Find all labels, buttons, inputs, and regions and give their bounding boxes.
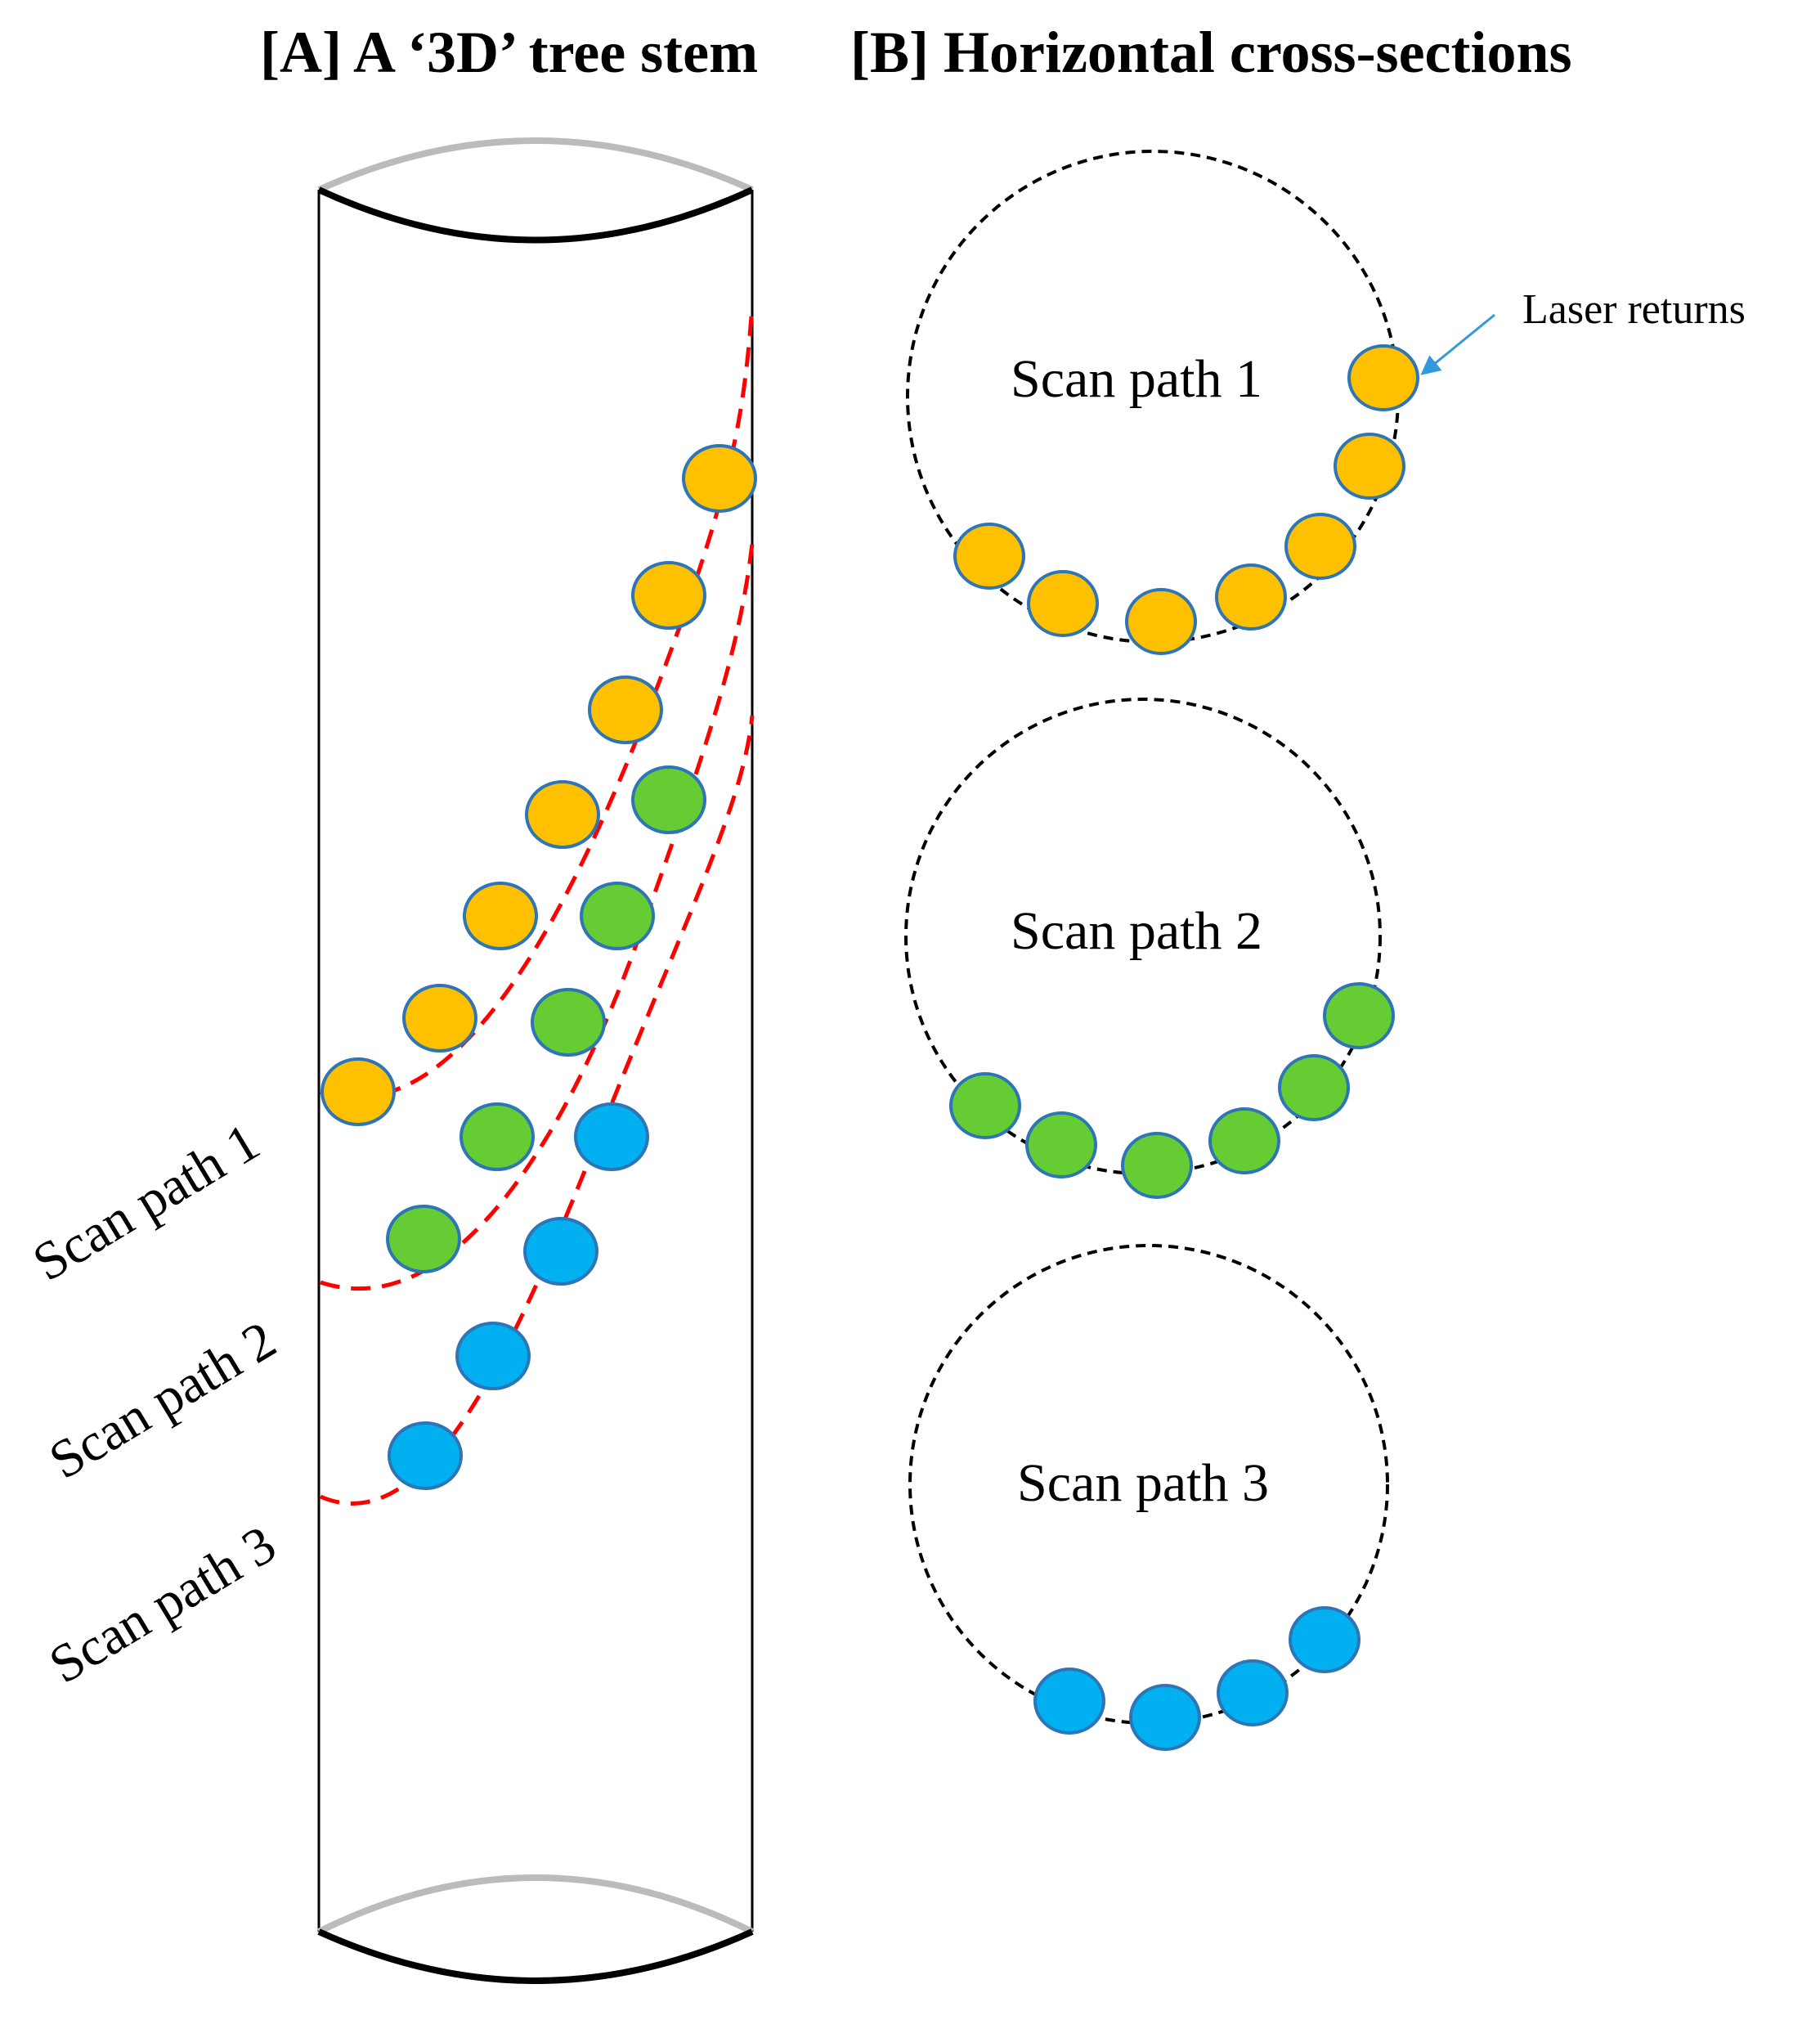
laser-return-point: [631, 765, 706, 834]
laser-return-point: [631, 561, 706, 630]
laser-return-point: [1289, 1606, 1361, 1673]
laser-return-point: [588, 676, 663, 744]
laser-return-point: [1278, 1054, 1350, 1121]
cross-section-label-1: Scan path 1: [1011, 349, 1262, 409]
trajectory-path-2: [320, 543, 755, 1291]
stem-bottom-back-rim: [317, 1874, 754, 1935]
laser-return-point: [455, 1322, 531, 1390]
laser-return-point: [463, 882, 538, 950]
laser-return-point: [1347, 344, 1419, 411]
laser-return-point: [1033, 1668, 1105, 1735]
laser-return-point: [1334, 433, 1405, 500]
laser-return-point: [1025, 1111, 1097, 1178]
laser-return-point: [1121, 1132, 1193, 1199]
laser-return-point: [1027, 570, 1099, 637]
laser-return-point: [953, 523, 1025, 590]
laser-return-point: [523, 1217, 598, 1286]
stem-label-path-2: Scan path 2: [39, 1310, 286, 1491]
laser-return-point: [388, 1421, 463, 1490]
laser-return-point: [949, 1072, 1021, 1139]
laser-return-point: [580, 882, 655, 950]
laser-return-point: [682, 444, 757, 513]
laser-return-point: [1323, 982, 1395, 1049]
cross-section-2: Scan path 2: [904, 698, 1395, 1199]
laser-return-point: [525, 780, 600, 849]
stem-label-path-1: Scan path 1: [23, 1112, 270, 1293]
cross-section-outline: [904, 698, 1382, 1175]
trajectory-path-1: [320, 306, 755, 1100]
stem-points-path-2: [386, 765, 706, 1273]
laser-return-point: [386, 1205, 461, 1273]
cross-section-label-3: Scan path 3: [1017, 1453, 1269, 1513]
arrow-icon: [1420, 313, 1495, 375]
cross-section-label-2: Scan path 2: [1011, 901, 1262, 961]
panel-b-title: [B] Horizontal cross-sections: [850, 20, 1572, 85]
panel-a-title: [A] A ‘3D’ tree stem: [260, 20, 758, 85]
laser-return-point: [531, 988, 606, 1057]
laser-return-point: [1217, 1659, 1289, 1726]
cross-section-3: Scan path 3: [908, 1244, 1389, 1751]
panel-a-points: [321, 444, 757, 1490]
tree-stem-cylinder: [317, 137, 754, 1984]
laser-return-point: [1125, 588, 1197, 655]
laser-return-point: [1129, 1684, 1201, 1751]
laser-return-point: [459, 1102, 535, 1171]
laser-return-point: [1208, 1107, 1280, 1174]
cross-section-1: Scan path 1: [906, 150, 1419, 655]
laser-return-point: [1215, 563, 1287, 631]
stem-bottom-front-rim: [317, 1928, 754, 1984]
stem-points-path-3: [388, 1102, 649, 1490]
laser-return-point: [1284, 513, 1356, 580]
laser-return-point: [321, 1057, 396, 1126]
stem-points-path-1: [321, 444, 757, 1126]
stem-top-back-rim: [317, 137, 754, 193]
stem-label-path-3: Scan path 3: [39, 1515, 286, 1695]
laser-returns-annotation: Laser returns: [1420, 286, 1746, 375]
laser-returns-label: Laser returns: [1522, 286, 1746, 333]
laser-return-point: [574, 1102, 649, 1171]
laser-return-point: [402, 984, 477, 1053]
cross-section-outline: [908, 1244, 1389, 1725]
stem-top-front-rim: [317, 186, 754, 244]
